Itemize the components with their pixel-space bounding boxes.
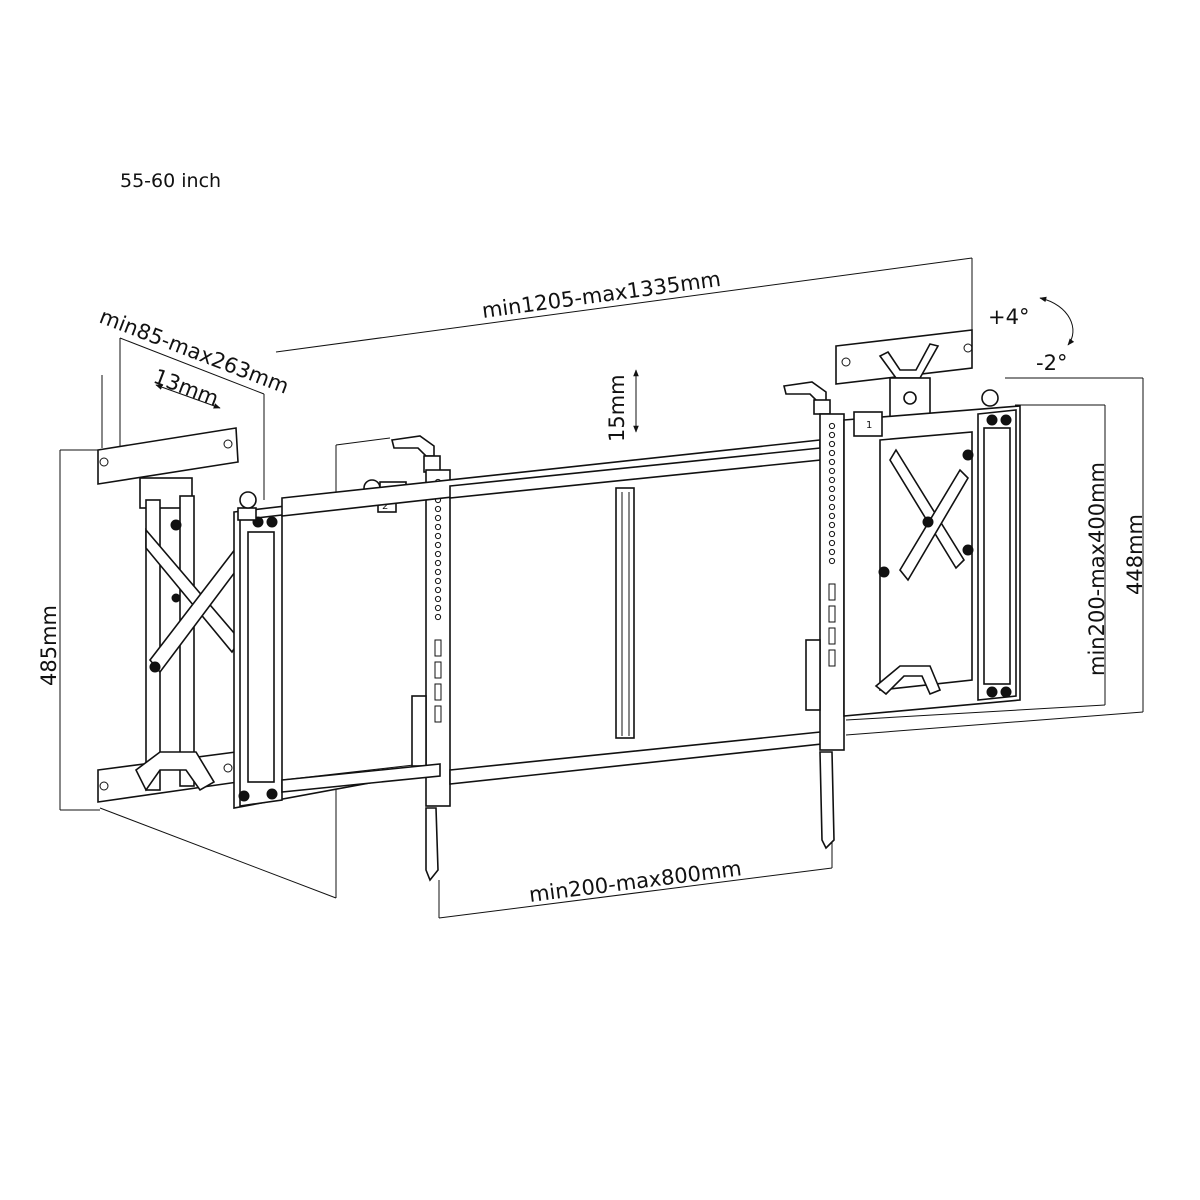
- rail-hole: [434, 532, 442, 540]
- rail-hole: [434, 586, 442, 594]
- right-panel-frame: 1: [843, 389, 1021, 717]
- rail-slot: [434, 683, 442, 701]
- rail-slot: [828, 627, 836, 645]
- rail-hole: [434, 541, 442, 549]
- rail-hole: [828, 503, 836, 511]
- tilt-up-label: +4°: [988, 305, 1029, 329]
- marker-left: 2: [382, 501, 388, 512]
- rail-hole: [828, 530, 836, 538]
- rail-hole: [434, 604, 442, 612]
- rail-slot: [434, 661, 442, 679]
- rail-slot: [434, 705, 442, 723]
- rail-hole: [828, 521, 836, 529]
- rail-hole: [828, 449, 836, 457]
- rail-slot: [828, 583, 836, 601]
- rail-hole: [434, 505, 442, 513]
- rail-slot: [434, 639, 442, 657]
- rail-hole: [828, 548, 836, 556]
- left-panel-frame: [233, 487, 441, 809]
- rail-hole: [828, 539, 836, 547]
- rail-slot: [828, 649, 836, 667]
- rail-hole: [434, 595, 442, 603]
- rail-hole: [434, 559, 442, 567]
- depth-step-label: 13mm: [150, 364, 222, 411]
- rail-hole: [434, 550, 442, 558]
- rail-hole: [828, 422, 836, 430]
- rail-hole: [828, 557, 836, 565]
- rail-hole: [828, 512, 836, 520]
- overall-width-label: min1205-max1335mm: [480, 267, 722, 323]
- left-height-label: 485mm: [37, 605, 61, 686]
- left-lever-handle: [391, 435, 441, 473]
- rail-hole: [434, 568, 442, 576]
- marker-right: 1: [866, 420, 872, 431]
- tilt-down-label: -2°: [1036, 351, 1067, 375]
- rail-hole: [828, 476, 836, 484]
- left-vertical-rail: [411, 469, 451, 882]
- rail-hole: [828, 467, 836, 475]
- right-wall-bracket: [835, 329, 973, 419]
- rail-hole: [434, 523, 442, 531]
- vesa-vertical-label: min200-max400mm: [1085, 462, 1109, 676]
- micro-adjust-label: 15mm: [605, 374, 629, 442]
- left-wall-bracket: [97, 427, 245, 803]
- right-height-label: 448mm: [1123, 514, 1147, 595]
- rail-slot: [828, 605, 836, 623]
- right-vertical-rail: [805, 413, 845, 850]
- rail-hole: [434, 613, 442, 621]
- rail-hole: [828, 431, 836, 439]
- rail-hole: [434, 514, 442, 522]
- rail-hole: [434, 577, 442, 585]
- right-lever-handle: [783, 381, 831, 415]
- screen-size-label: 55-60 inch: [120, 170, 222, 192]
- rail-hole: [828, 440, 836, 448]
- rail-hole: [828, 485, 836, 493]
- rail-hole: [828, 458, 836, 466]
- rail-hole: [828, 494, 836, 502]
- vesa-horizontal-label: min200-max800mm: [528, 856, 743, 907]
